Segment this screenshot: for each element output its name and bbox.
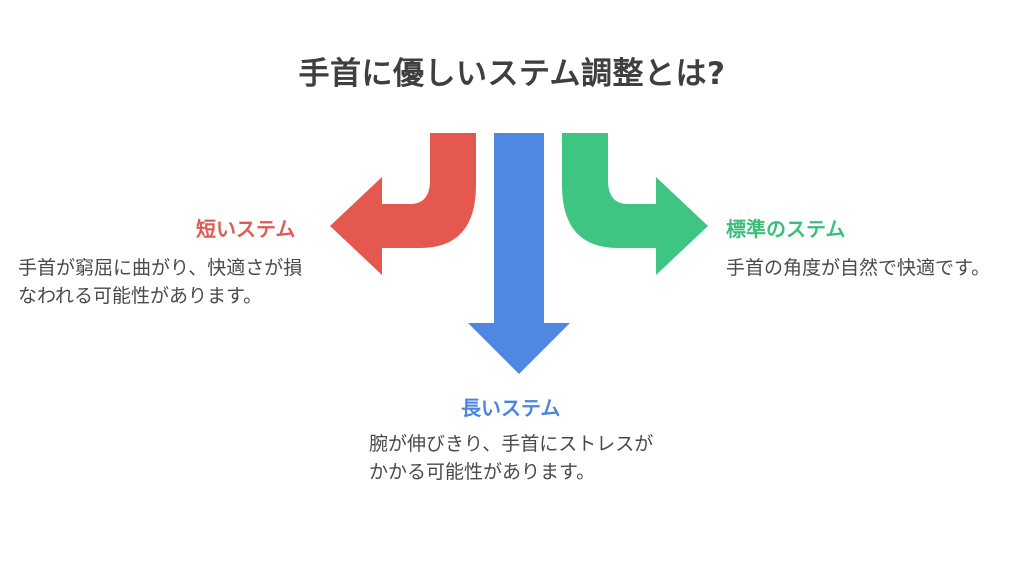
short-stem-arrow (330, 133, 476, 275)
standard-stem-label: 標準のステム (726, 217, 846, 241)
long-stem-label: 長いステム (461, 396, 561, 420)
standard-stem-description: 手首の角度が自然で快適です。 (726, 257, 991, 279)
standard-stem-arrow (562, 133, 708, 275)
short-stem-description: 手首が窮屈に曲がり、快適さが損なわれる可能性があります。 (18, 257, 303, 307)
diagram-title: 手首に優しいステム調整とは? (298, 56, 726, 92)
short-stem-label: 短いステム (196, 217, 296, 241)
long-stem-arrow (468, 133, 570, 374)
long-stem-description: 腕が伸びきり、手首にストレスがかかる可能性があります。 (369, 433, 654, 483)
